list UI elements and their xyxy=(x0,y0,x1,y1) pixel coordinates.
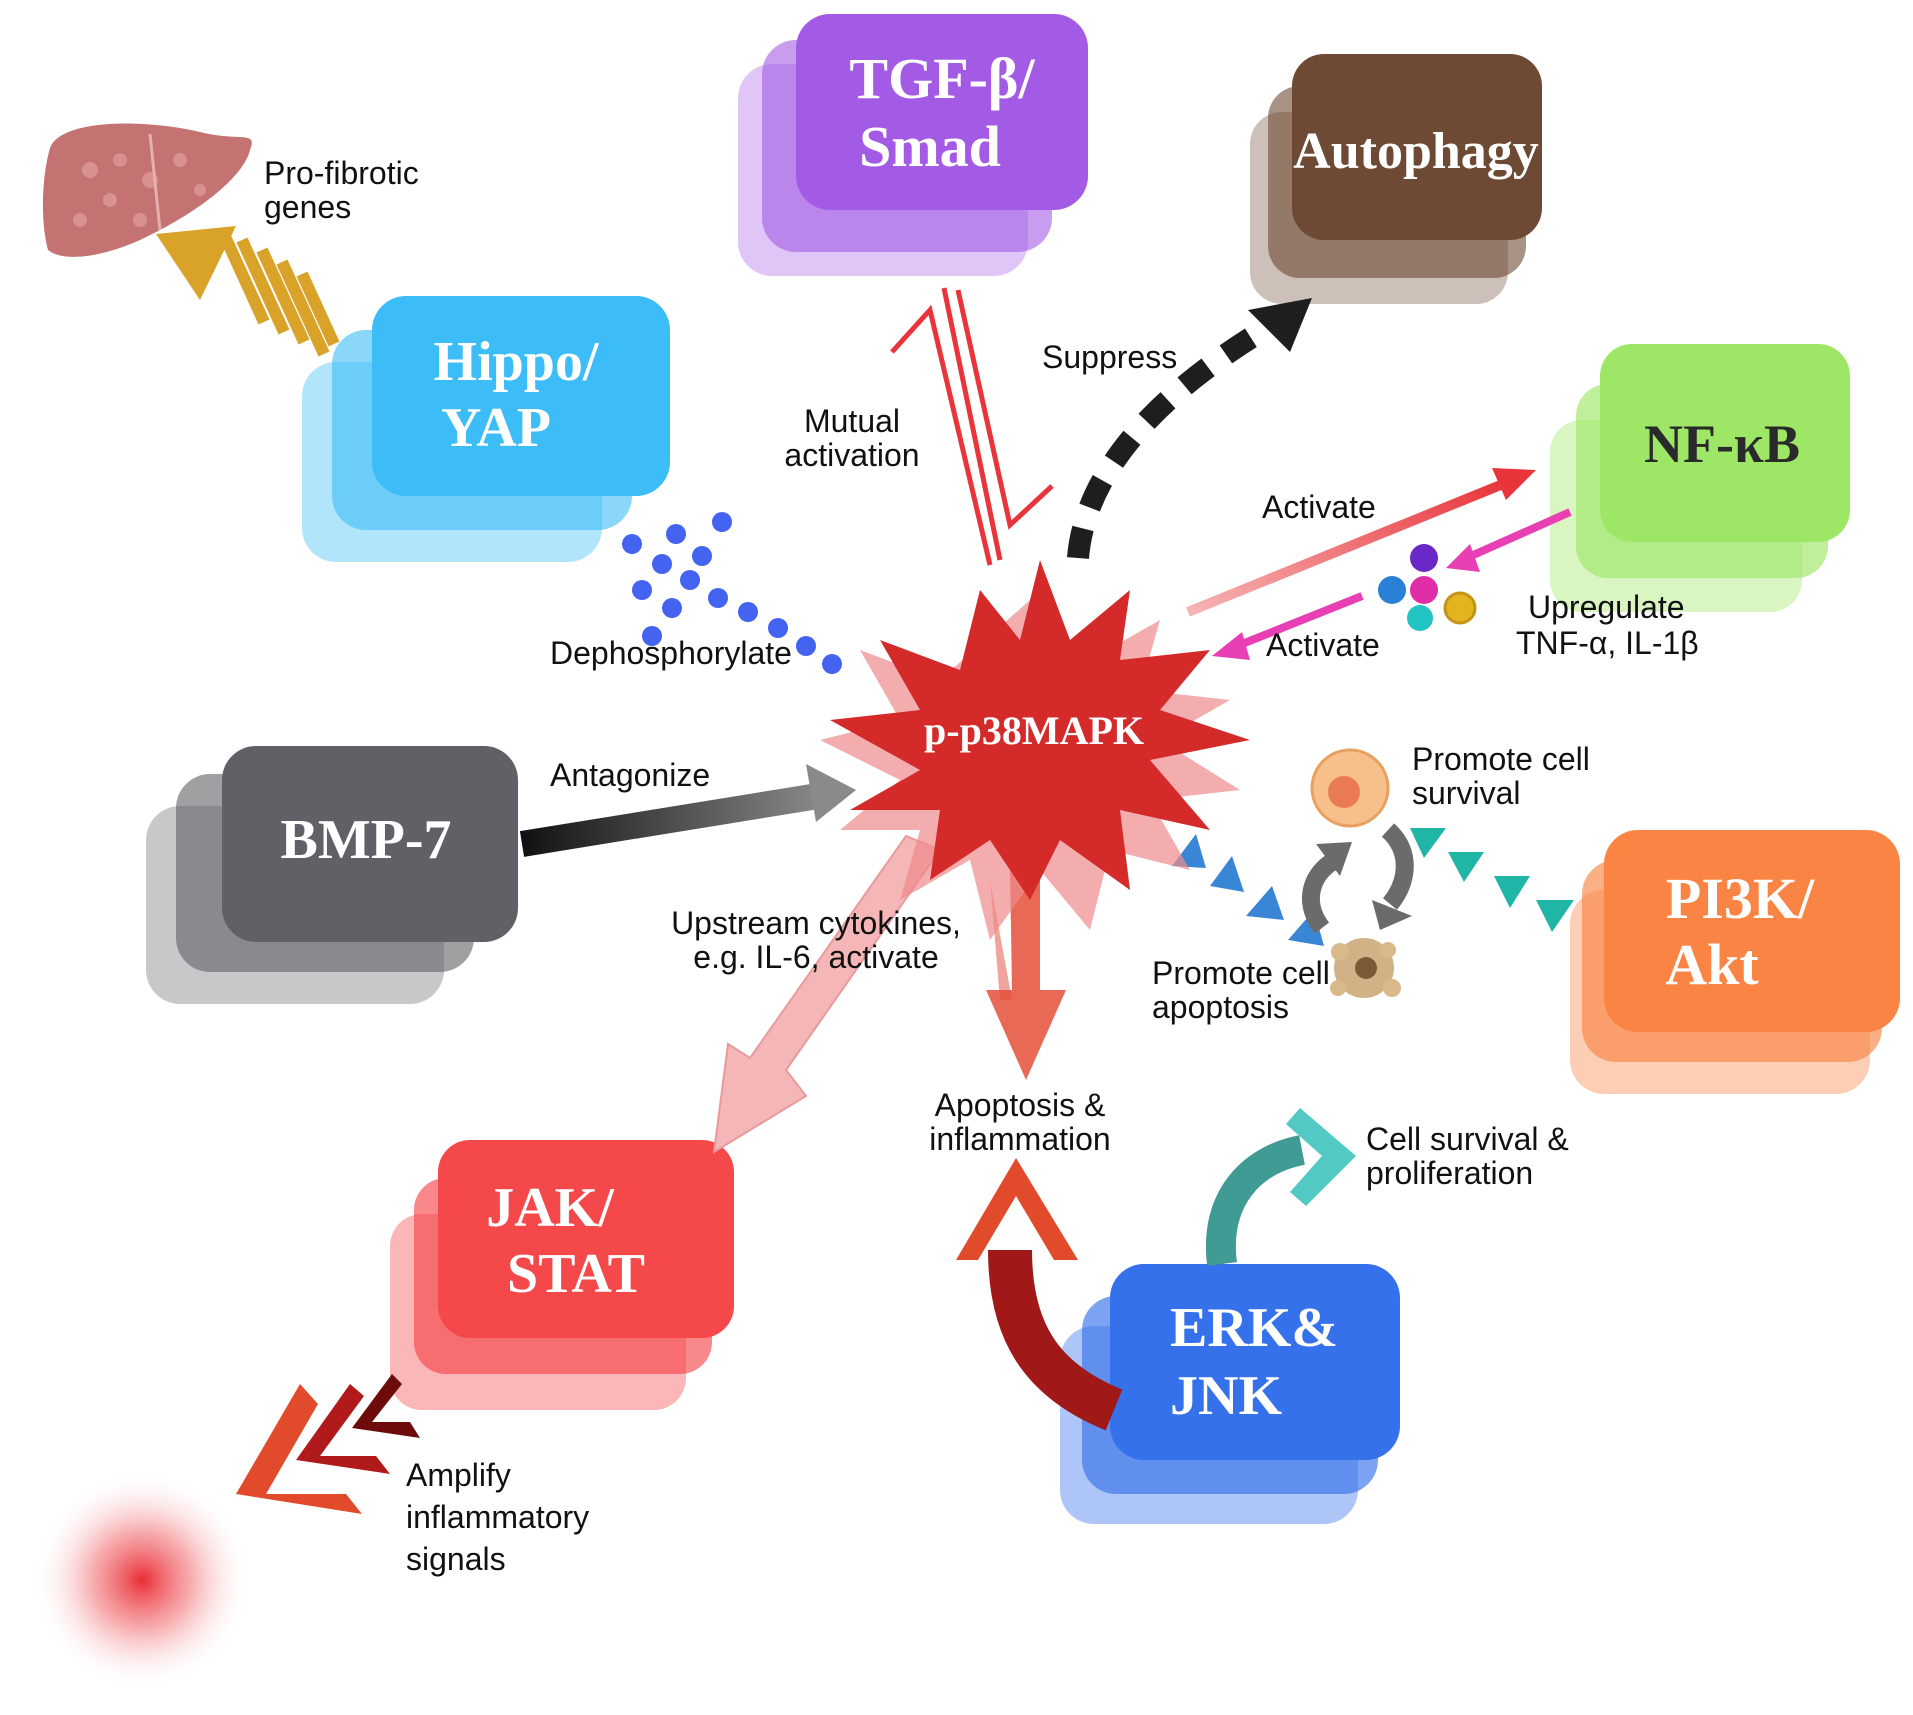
upregulate-label-2: TNF-α, IL-1β xyxy=(1516,625,1699,661)
dephosphorylate-label: Dephosphorylate xyxy=(550,635,792,671)
nfkb-activate-arrow xyxy=(1212,508,1572,660)
tgf-smad-label-2: Smad xyxy=(859,114,1001,179)
upregulate-label-1: Upregulate xyxy=(1528,589,1685,625)
cell-survival-label-2: proliferation xyxy=(1366,1155,1533,1191)
apoptosis-label-1: Promote cell xyxy=(1152,955,1330,991)
bmp-7-node: BMP-7 xyxy=(146,746,518,1004)
hippo-yap-label-1: Hippo/ xyxy=(434,331,600,393)
suppress-label: Suppress xyxy=(1042,339,1177,375)
erk-jnk-label-1: ERK& xyxy=(1170,1297,1338,1359)
activate-nfkb-arrow xyxy=(1186,468,1536,617)
jak-stat-node: JAK/ STAT xyxy=(390,1140,734,1410)
erk-apoptosis-arrow xyxy=(956,1158,1123,1431)
activate-top-label: Activate xyxy=(1262,489,1376,525)
upstream-label-1: Upstream cytokines, xyxy=(671,905,961,941)
jak-stat-label-1: JAK/ xyxy=(486,1177,615,1239)
erk-jnk-label-2: JNK xyxy=(1170,1365,1282,1427)
autophagy-node: Autophagy xyxy=(1250,54,1542,304)
p-p38mapk-label: p-p38MAPK xyxy=(924,708,1144,753)
mutual-activation-arrow xyxy=(890,287,1054,566)
mutual-label-1: Mutual xyxy=(804,403,900,439)
upstream-label-2: e.g. IL-6, activate xyxy=(693,939,938,975)
amplify-label-3: signals xyxy=(406,1541,506,1577)
upstream-cytokines-arrow xyxy=(712,834,942,1154)
bmp-7-label: BMP-7 xyxy=(280,809,451,871)
erk-survival-arrow xyxy=(1205,1108,1356,1266)
hippo-yap-label-2: YAP xyxy=(441,397,551,459)
mutual-label-2: activation xyxy=(784,437,919,473)
cytokine-cluster-icon xyxy=(1378,544,1477,631)
nf-kb-node: NF-κB xyxy=(1550,344,1850,612)
erk-jnk-node: ERK& JNK xyxy=(1060,1264,1400,1524)
apoptosis-inflammation-label-1: Apoptosis & xyxy=(935,1087,1106,1123)
apoptosis-label-2: apoptosis xyxy=(1152,989,1289,1025)
pro-fibrotic-label-2: genes xyxy=(264,189,351,225)
pi3k-akt-label-1: PI3K/ xyxy=(1666,866,1815,931)
p-p38mapk-center: p-p38MAPK xyxy=(820,560,1250,940)
cell-cycle-arrows xyxy=(1302,823,1414,934)
survival-label-1: Promote cell xyxy=(1412,741,1590,777)
suppress-arrow xyxy=(1067,298,1312,560)
apoptotic-cell-icon xyxy=(1330,938,1401,998)
pi3k-triangles xyxy=(1172,828,1574,946)
pi3k-akt-label-2: Akt xyxy=(1665,932,1759,997)
tgf-smad-node: TGF-β/ Smad xyxy=(738,14,1088,276)
apoptosis-inflammation-label-2: inflammation xyxy=(929,1121,1110,1157)
hippo-yap-node: Hippo/ YAP xyxy=(302,296,670,562)
healthy-cell-icon xyxy=(1310,748,1390,828)
annotations: Pro-fibrotic genes Mutual activation Sup… xyxy=(264,155,1699,1577)
jak-stat-label-2: STAT xyxy=(507,1243,645,1305)
amplify-label-2: inflammatory xyxy=(406,1499,589,1535)
pro-fibrotic-arrow xyxy=(156,226,340,357)
antagonize-label: Antagonize xyxy=(550,757,710,793)
activate-bottom-label: Activate xyxy=(1266,627,1380,663)
dephosphorylate-dots xyxy=(622,512,842,674)
pro-fibrotic-label-1: Pro-fibrotic xyxy=(264,155,419,191)
antagonize-arrow xyxy=(519,764,856,857)
inflammation-glow-icon xyxy=(32,1470,252,1690)
amplify-label-1: Amplify xyxy=(406,1457,511,1493)
pi3k-akt-node: PI3K/ Akt xyxy=(1570,830,1900,1094)
tgf-smad-label-1: TGF-β/ xyxy=(849,46,1035,111)
amplify-chevrons xyxy=(236,1374,420,1514)
nf-kb-label: NF-κB xyxy=(1644,414,1800,474)
autophagy-label: Autophagy xyxy=(1293,123,1539,180)
liver-icon xyxy=(42,123,252,257)
cell-survival-label-1: Cell survival & xyxy=(1366,1121,1569,1157)
survival-label-2: survival xyxy=(1412,775,1520,811)
